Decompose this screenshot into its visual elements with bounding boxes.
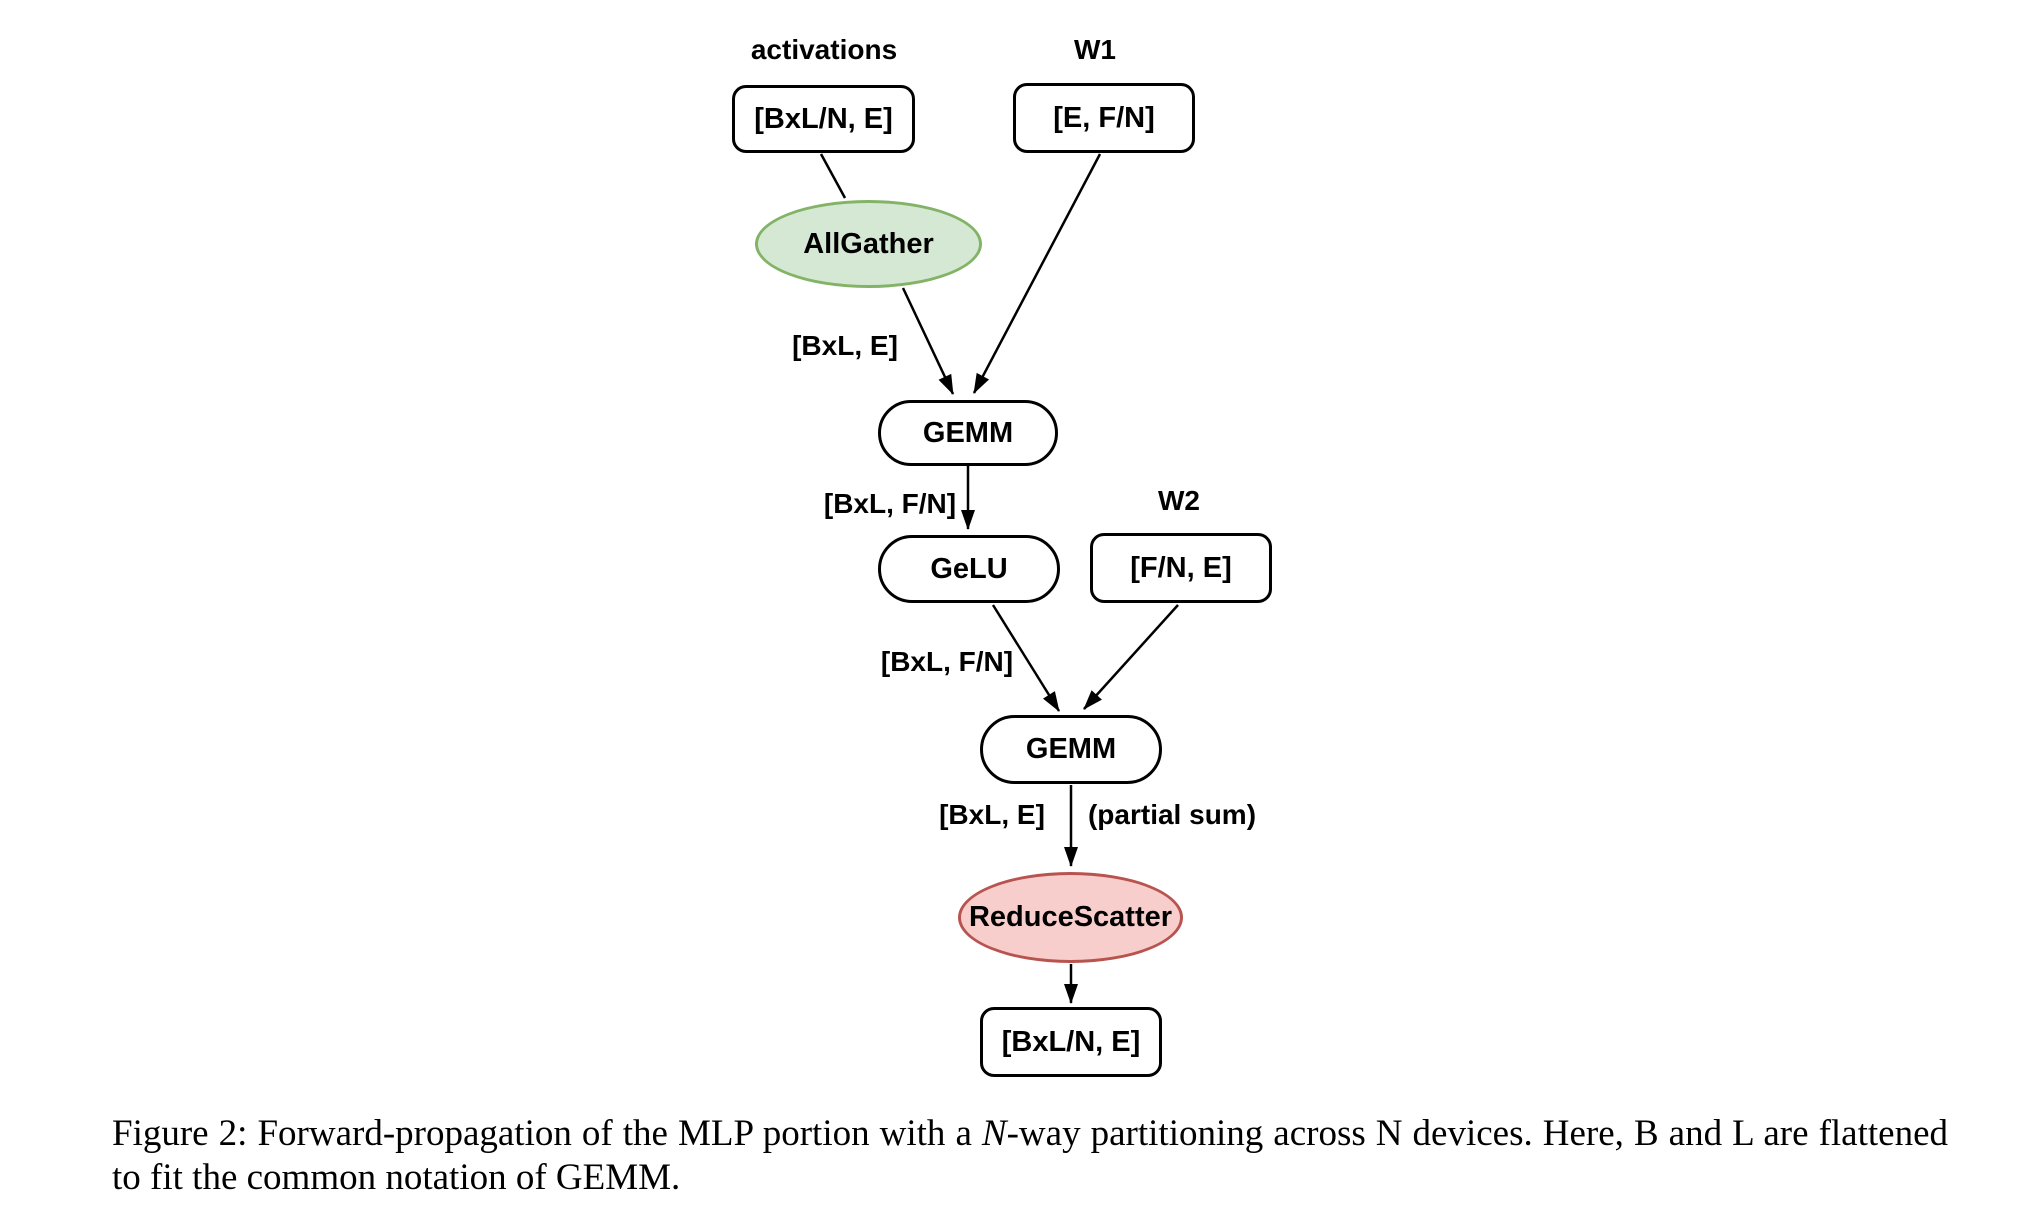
caption-italic-n: N — [981, 1113, 1007, 1154]
output-box: [BxL/N, E] — [980, 1007, 1162, 1077]
gemm1-node: GEMM — [878, 400, 1058, 466]
figure-caption: Figure 2: Forward-propagation of the MLP… — [112, 1112, 1948, 1200]
w1-label: W1 — [1074, 34, 1116, 65]
reducescatter-node: ReduceScatter — [958, 872, 1183, 963]
activations-input-box: [BxL/N, E] — [732, 85, 915, 153]
gelu-node: GeLU — [878, 535, 1060, 603]
allgather-node: AllGather — [755, 200, 982, 288]
edge-input-to-allgather — [819, 153, 847, 199]
w1-weight-box: [E, F/N] — [1013, 83, 1195, 153]
caption-text-2: -way partitioning across N devices. Here… — [112, 1113, 1949, 1198]
caption-text-1: Figure 2: Forward-propagation of the MLP… — [112, 1113, 982, 1154]
edge-label-bxl-e-1: [BxL, E] — [792, 330, 898, 361]
edge-label-bxl-e-2: [BxL, E] — [939, 799, 1045, 830]
edge-label-partial-sum: (partial sum) — [1087, 799, 1257, 830]
gemm2-node: GEMM — [980, 715, 1162, 784]
edge-w2-to-gemm2 — [1083, 604, 1179, 710]
w2-label: W2 — [1158, 485, 1200, 516]
edge-allgather-to-gemm1 — [901, 287, 955, 395]
edge-label-bxl-fn-1: [BxL, F/N] — [823, 488, 957, 519]
edge-label-bxl-fn-2: [BxL, F/N] — [880, 646, 1014, 677]
activations-label: activations — [750, 34, 898, 65]
w2-weight-box: [F/N, E] — [1090, 533, 1272, 603]
edge-w1-to-gemm1 — [972, 153, 1102, 394]
